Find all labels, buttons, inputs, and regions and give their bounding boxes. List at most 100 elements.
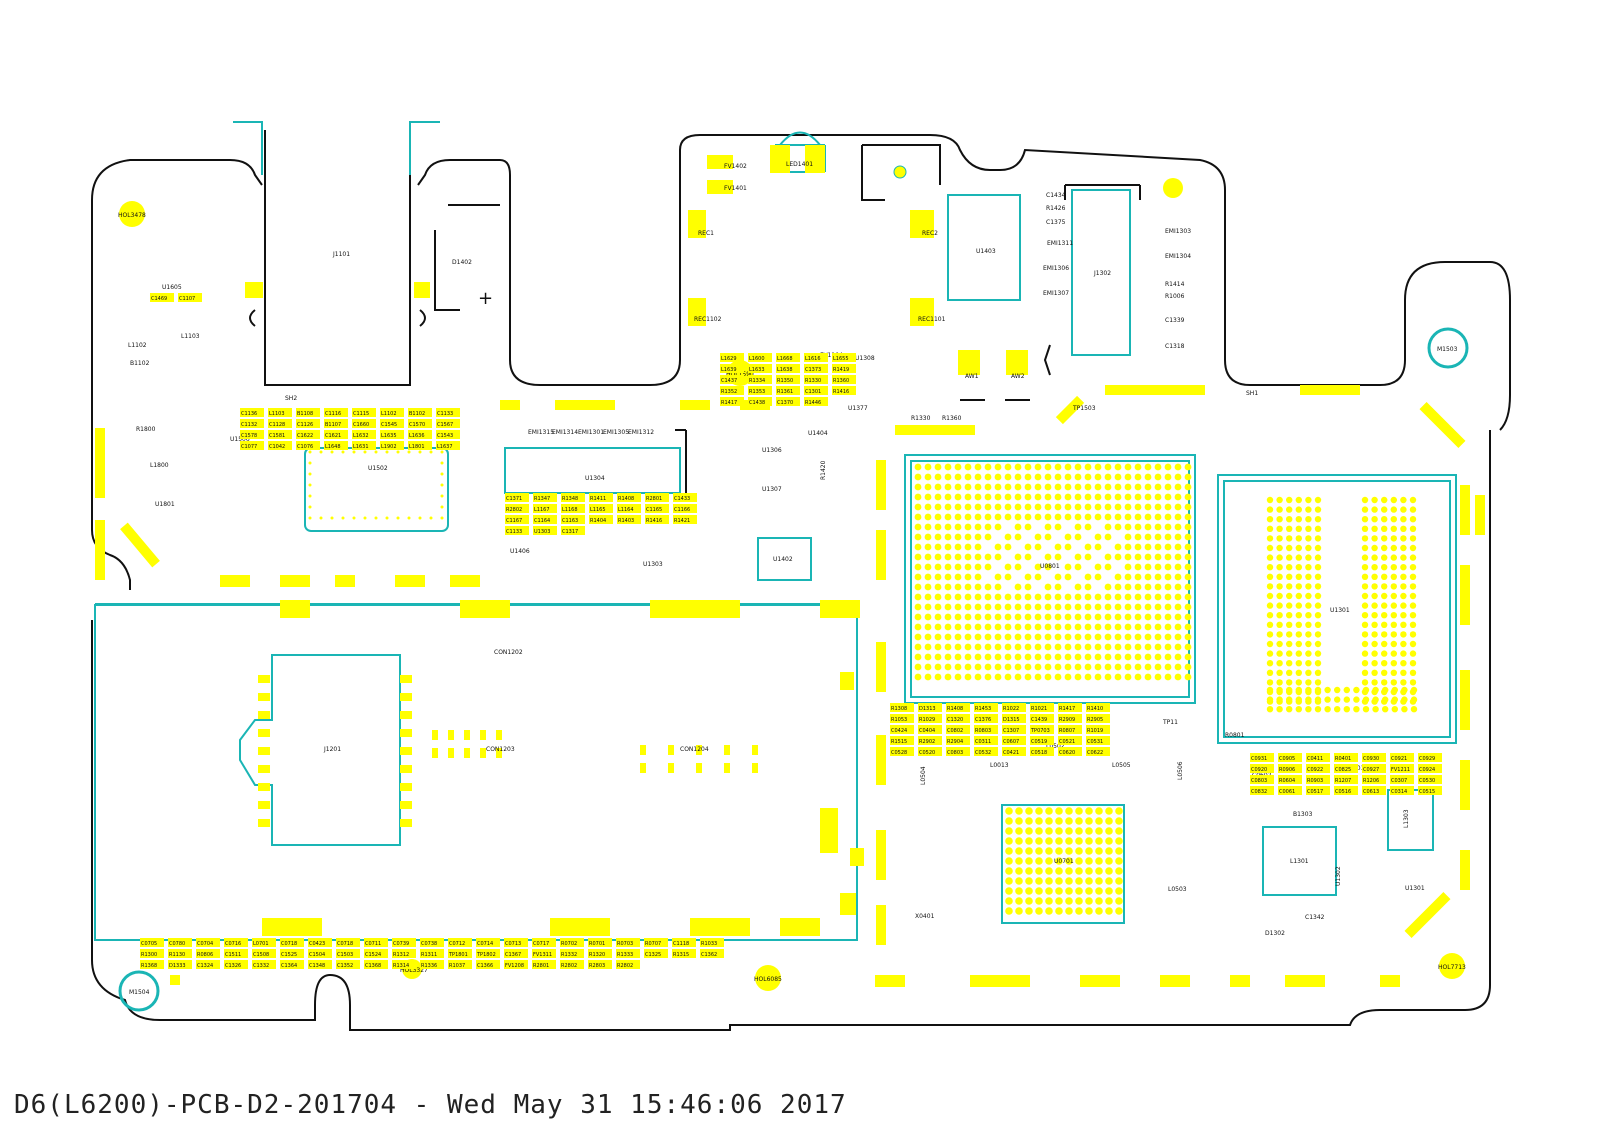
bga-ball	[1295, 686, 1303, 694]
bga-ball	[1144, 603, 1152, 611]
label-fv1401: FV1401	[724, 185, 747, 192]
part-pad	[504, 938, 528, 947]
bga-ball	[994, 633, 1002, 641]
bga-ball	[1286, 686, 1293, 694]
bga-ball	[1025, 817, 1033, 825]
bga-ball	[1154, 553, 1162, 561]
pad	[688, 210, 706, 238]
bga-ball	[1115, 877, 1123, 885]
bga-ball	[1104, 603, 1112, 611]
bga-ball	[352, 516, 356, 520]
part-pad	[589, 515, 613, 524]
part-pad	[505, 526, 529, 535]
part-pad	[1250, 764, 1274, 773]
bga-ball	[1174, 543, 1182, 551]
bga-ball	[1381, 621, 1388, 628]
bga-ball	[1144, 633, 1152, 641]
part-pad	[974, 736, 998, 745]
bga-ball	[974, 463, 982, 471]
bga-ball	[1094, 533, 1102, 541]
bga-ball	[1334, 686, 1341, 694]
bga-ball	[1104, 523, 1112, 531]
part-pad	[673, 504, 697, 513]
bga-ball	[1286, 506, 1293, 513]
bga-ball	[1400, 496, 1407, 504]
part-pad	[1030, 747, 1054, 756]
pad	[724, 763, 730, 773]
bga-ball	[964, 493, 972, 501]
bga-ball	[1004, 603, 1012, 611]
part-label: R1419	[833, 367, 849, 373]
bga-ball	[994, 473, 1002, 481]
part-label: C1622	[297, 433, 313, 439]
bga-ball	[407, 516, 411, 520]
bga-ball	[1174, 513, 1182, 521]
bga-ball	[1295, 631, 1303, 638]
bga-ball	[1174, 633, 1182, 641]
bga-ball	[954, 523, 962, 531]
bga-ball	[1024, 473, 1032, 481]
bga-ball	[924, 523, 932, 531]
part-pad	[672, 949, 696, 958]
bga-ball	[440, 494, 444, 498]
bga-ball	[319, 450, 323, 454]
bga-ball	[1409, 525, 1417, 532]
bga-ball	[1409, 544, 1417, 552]
pad	[400, 711, 412, 719]
bga-ball	[1295, 554, 1303, 561]
bga-ball	[1266, 706, 1274, 713]
bga-ball	[308, 516, 312, 520]
label-r1426: R1426	[1046, 205, 1066, 212]
part-label: R1417	[1059, 706, 1075, 712]
bga-ball	[1144, 473, 1152, 481]
bga-ball	[1065, 807, 1073, 815]
part-pad	[140, 938, 164, 947]
bga-ball	[1295, 621, 1303, 628]
pad	[707, 155, 733, 169]
bga-ball	[1104, 583, 1112, 591]
bga-ball	[1054, 463, 1062, 471]
part-pad	[1334, 764, 1358, 773]
bga-ball	[1064, 473, 1072, 481]
part-label: R1336	[421, 963, 437, 969]
bga-ball	[934, 643, 942, 651]
part-pad	[476, 960, 500, 969]
part-label: C1132	[241, 422, 257, 428]
bga-ball	[1104, 553, 1112, 561]
pad	[400, 747, 412, 755]
bga-ball	[984, 493, 992, 501]
part-pad	[1278, 786, 1302, 795]
bga-ball	[914, 483, 922, 491]
bga-ball	[1382, 706, 1389, 713]
part-label: C0515	[1419, 789, 1435, 795]
bga-ball	[1381, 669, 1388, 676]
bga-ball	[1025, 807, 1033, 815]
bga-ball	[1174, 493, 1182, 501]
bga-ball	[1154, 523, 1162, 531]
bga-ball	[1400, 516, 1407, 523]
label-u1377: U1377	[848, 405, 868, 412]
bga-ball	[1164, 573, 1172, 581]
bga-ball	[1409, 583, 1417, 590]
bga-ball	[1391, 686, 1399, 694]
label-con1202: CON1202	[494, 649, 523, 656]
bga-ball	[1371, 573, 1378, 580]
part-label: R2801	[533, 963, 549, 969]
part-label: C0517	[1307, 789, 1323, 795]
part-pad	[589, 504, 613, 513]
part-label: C1545	[381, 422, 397, 428]
bga-ball	[1134, 673, 1142, 681]
bga-ball	[964, 633, 972, 641]
bga-ball	[914, 573, 922, 581]
part-label: C1116	[325, 411, 341, 417]
bga-ball	[1314, 583, 1322, 590]
bga-ball	[994, 603, 1002, 611]
part-pad	[804, 353, 828, 362]
label-emi1304: EMI1304	[1165, 253, 1191, 260]
bga-ball	[1055, 827, 1063, 835]
bga-ball	[1024, 503, 1032, 511]
pad	[640, 745, 646, 755]
bga-ball	[1409, 573, 1417, 580]
bga-ball	[1094, 563, 1102, 571]
part-label: L1648	[325, 444, 341, 450]
